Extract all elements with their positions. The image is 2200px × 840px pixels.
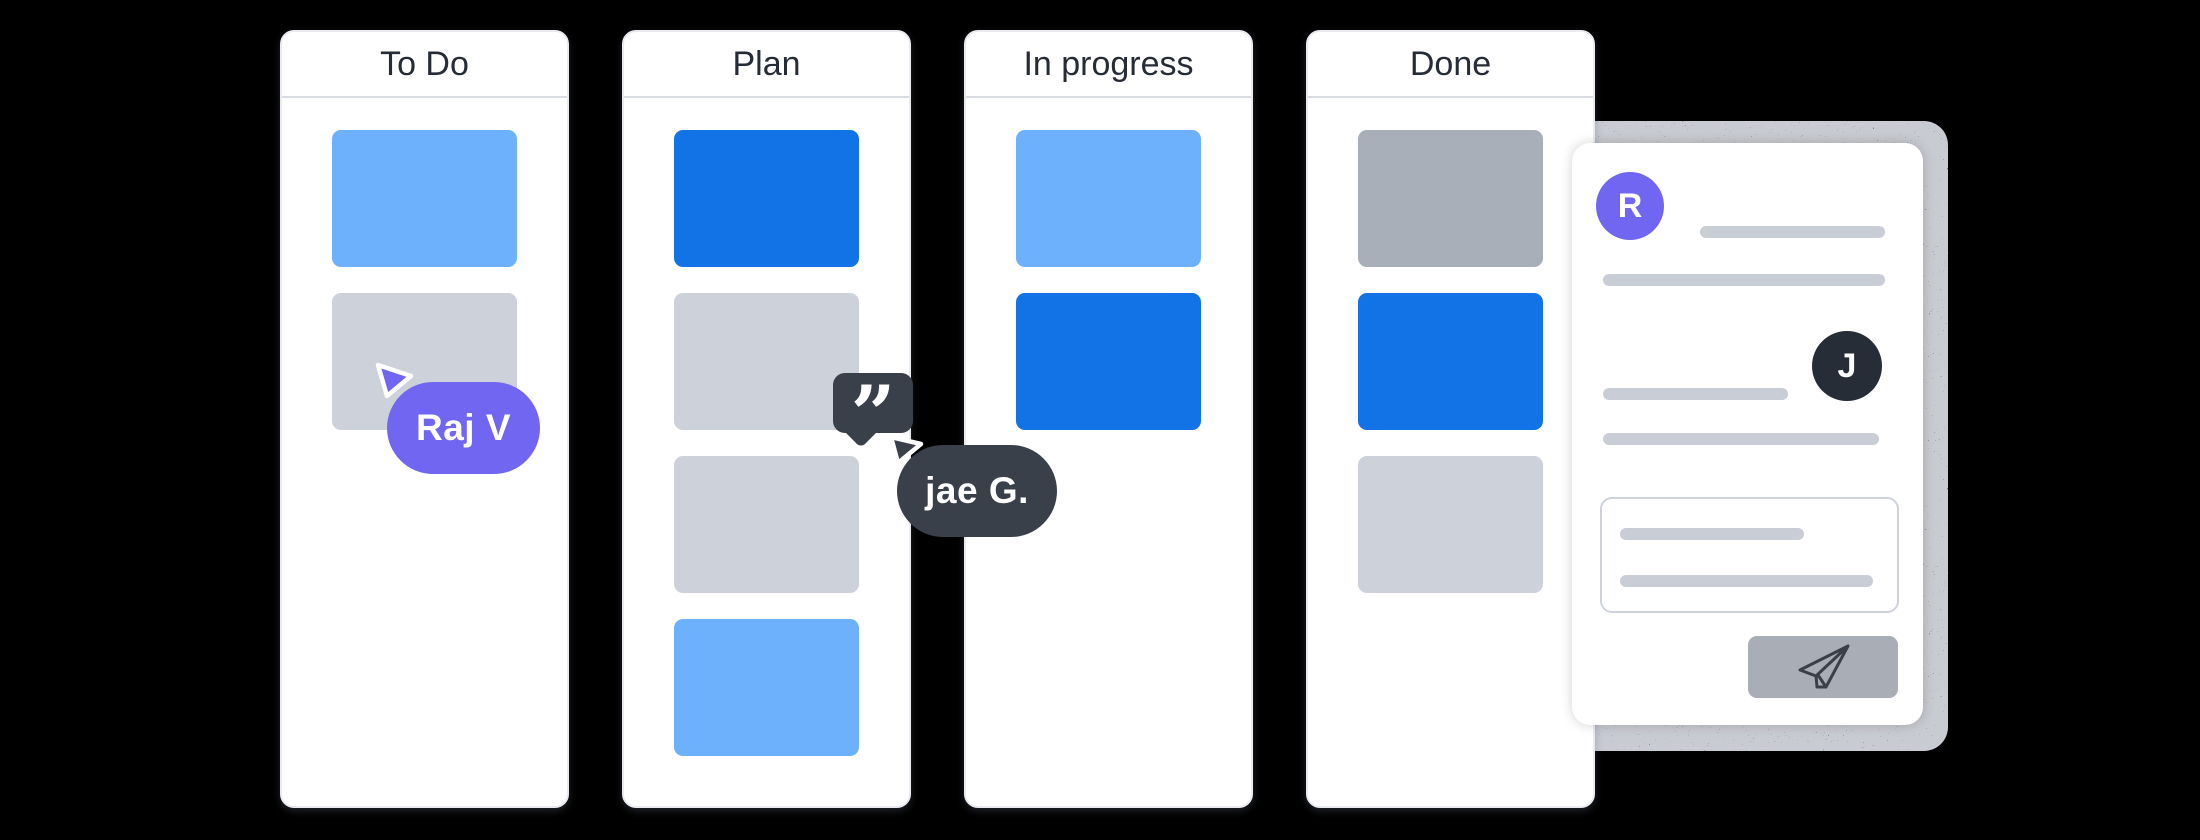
author-initial: R [1617,186,1643,225]
card-bright-blue[interactable] [1016,293,1201,430]
column-done: Done [1306,30,1595,808]
card-light-blue[interactable] [1016,130,1201,267]
card-light-gray[interactable] [674,293,859,430]
text-placeholder-line [1603,433,1879,445]
column-cards [624,98,909,756]
column-title: Done [1308,32,1593,98]
raj-cursor-name: Raj V [415,407,512,448]
column-title: In progress [966,32,1251,98]
text-placeholder-line [1603,388,1788,400]
card-bright-blue[interactable] [1358,293,1543,430]
card-light-blue[interactable] [332,130,517,267]
column-plan: Plan [622,30,911,808]
card-mid-gray[interactable] [1358,130,1543,267]
send-comment-button[interactable] [1748,636,1898,698]
comment-placeholder-line [1620,575,1873,587]
jae-cursor-name: jae G. [925,470,1029,511]
text-placeholder-line [1700,226,1885,238]
raj-cursor-label: Raj V [387,382,540,474]
column-title: To Do [282,32,567,98]
comment-quote-bubble: ” [833,373,913,454]
text-placeholder-line [1603,274,1885,286]
card-light-gray[interactable] [1358,456,1543,593]
column-cards [966,98,1251,430]
comment-input[interactable] [1600,497,1899,613]
commenter-initial: J [1837,346,1857,385]
comment-placeholder-line [1620,528,1804,540]
raj-cursor-arrow-icon [375,362,414,399]
column-in-progress: In progress [964,30,1253,808]
jae-cursor-label: jae G. [897,445,1057,537]
jae-cursor-arrow-icon [888,434,924,466]
column-cards [1308,98,1593,593]
commenter-avatar: J [1812,331,1882,401]
author-avatar: R [1596,172,1664,240]
column-cards [282,98,567,430]
card-bright-blue[interactable] [674,130,859,267]
card-light-blue[interactable] [674,619,859,756]
column-title: Plan [624,32,909,98]
card-light-gray[interactable] [674,456,859,593]
board-columns: To Do Plan In progress Done [280,30,1595,808]
paper-plane-icon [1798,644,1850,689]
card-detail-panel: R J [1572,143,1923,725]
